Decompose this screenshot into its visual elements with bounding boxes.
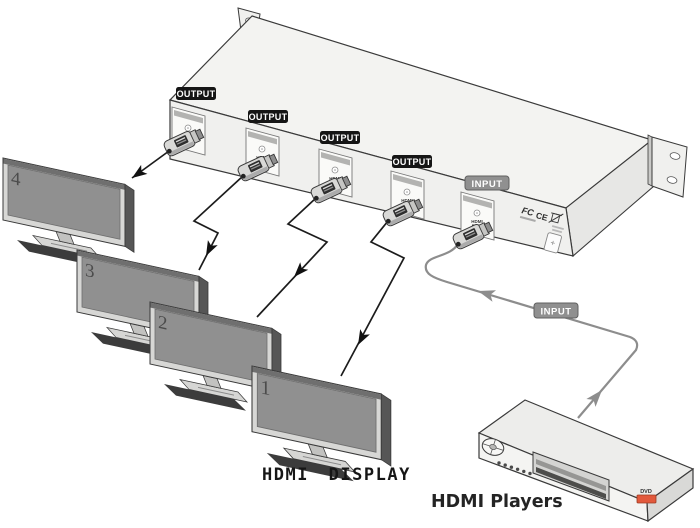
tv-shadow [266, 452, 354, 482]
hdmi-plug-input [452, 221, 494, 250]
port-hdmi-label: HDMI [471, 219, 483, 224]
dvd-badge: DVD [636, 489, 657, 504]
fcc-ce-marks: FC CE [519, 205, 564, 224]
tv-number: 1 [260, 376, 270, 400]
port-hdmi-label: HDMI [401, 198, 413, 203]
tv-number: 3 [85, 260, 94, 283]
hdmi-plug-output-2 [237, 153, 279, 182]
tv-screen [154, 308, 268, 384]
fine-print [551, 228, 563, 234]
tv-screen [7, 164, 121, 240]
tv-side-depth [124, 183, 135, 254]
fine-print [519, 215, 536, 222]
svg-text:INPUT: INPUT [541, 306, 572, 317]
hdmi-plug-output-3 [310, 175, 352, 204]
input-cable [424, 243, 639, 419]
hdmi-plug-output-4 [382, 198, 424, 227]
rack-switch: FC CE HDMI [168, 7, 688, 258]
cable-entry [240, 173, 246, 179]
tv-screen [256, 372, 377, 453]
output-label-2: OUTPUT [248, 110, 288, 123]
cable-entry [455, 241, 461, 247]
player-buttons [497, 461, 532, 476]
ear-screw-hole [669, 152, 681, 160]
output-label-3: OUTPUT [320, 131, 360, 144]
dvd-player: DVD [477, 399, 695, 523]
output-cable-3 [256, 197, 329, 318]
tv-number: 2 [158, 312, 167, 335]
fcc-mark: FC [521, 205, 536, 218]
arrowhead [478, 290, 497, 302]
arrowhead [586, 390, 602, 407]
svg-text:OUTPUT: OUTPUT [321, 133, 360, 143]
cable-entry [313, 195, 319, 201]
svg-text:OUTPUT: OUTPUT [177, 89, 216, 99]
power-jack [543, 225, 564, 254]
player-right-face [646, 467, 694, 523]
right-mount-ear [647, 134, 688, 198]
arrowhead [206, 240, 218, 256]
jog-dial [481, 438, 505, 456]
disc-tray [532, 451, 610, 502]
cable-input-label: INPUT [533, 302, 579, 319]
weee-bin-icon [548, 212, 564, 224]
arrowhead [358, 329, 370, 345]
output-cable-2 [192, 175, 244, 271]
cable-entry [166, 148, 172, 154]
input-cable-arrowheads [478, 290, 602, 407]
output-label-1: OUTPUT [176, 87, 216, 100]
tv-display-3: 3 [76, 249, 209, 359]
hdmi-plug-output-1 [163, 128, 205, 157]
svg-text:DVD: DVD [640, 489, 652, 495]
tv-side-depth [380, 393, 392, 467]
tv-number: 4 [11, 168, 21, 191]
caption-hdmi-display: HDMI DISPLAY [262, 465, 411, 485]
input-label: INPUT [464, 175, 510, 191]
ce-mark: CE [535, 210, 549, 223]
arrowhead [294, 262, 309, 277]
tv-display-1: 1 [251, 365, 392, 482]
output-label-4: OUTPUT [392, 155, 432, 168]
ear-screw-hole [666, 176, 678, 184]
svg-text:OUTPUT: OUTPUT [393, 157, 432, 167]
tv-display-4: 4 [2, 157, 135, 267]
svg-text:OUTPUT: OUTPUT [249, 112, 288, 122]
arrowhead [132, 164, 148, 178]
tv-shadow [164, 384, 246, 411]
output-cable-4 [340, 220, 406, 377]
svg-text:INPUT: INPUT [472, 179, 503, 190]
fine-print [551, 225, 564, 230]
cable-entry [385, 218, 391, 224]
caption-hdmi-players: HDMI Players [431, 492, 563, 512]
output-cable-arrowheads [132, 164, 370, 345]
